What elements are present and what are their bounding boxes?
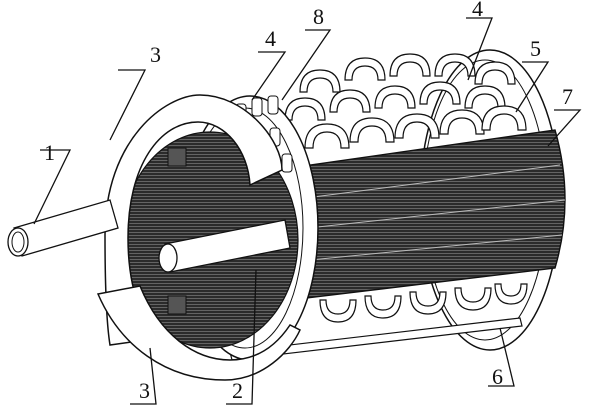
label-3-top: 3 <box>150 42 161 67</box>
label-3-bottom: 3 <box>139 378 150 403</box>
label-8: 8 <box>313 4 324 29</box>
u-bend-tubes-top <box>284 53 527 149</box>
inlet-pipe <box>7 199 119 257</box>
part-labels: 1 3 3 2 4 8 4 5 7 6 <box>44 0 573 403</box>
label-7: 7 <box>562 84 573 109</box>
label-6: 6 <box>492 364 503 389</box>
leader-lines <box>33 17 582 405</box>
label-2: 2 <box>232 378 243 403</box>
outlet-pipe <box>158 219 291 273</box>
collar-ring <box>96 94 301 381</box>
fin-tube-bundle <box>289 129 566 301</box>
label-5: 5 <box>530 36 541 61</box>
label-1: 1 <box>44 140 55 165</box>
bottom-rod <box>229 317 523 361</box>
label-4-left: 4 <box>265 26 276 51</box>
label-4-right: 4 <box>472 0 483 21</box>
u-bend-tubes-bottom <box>319 283 528 323</box>
